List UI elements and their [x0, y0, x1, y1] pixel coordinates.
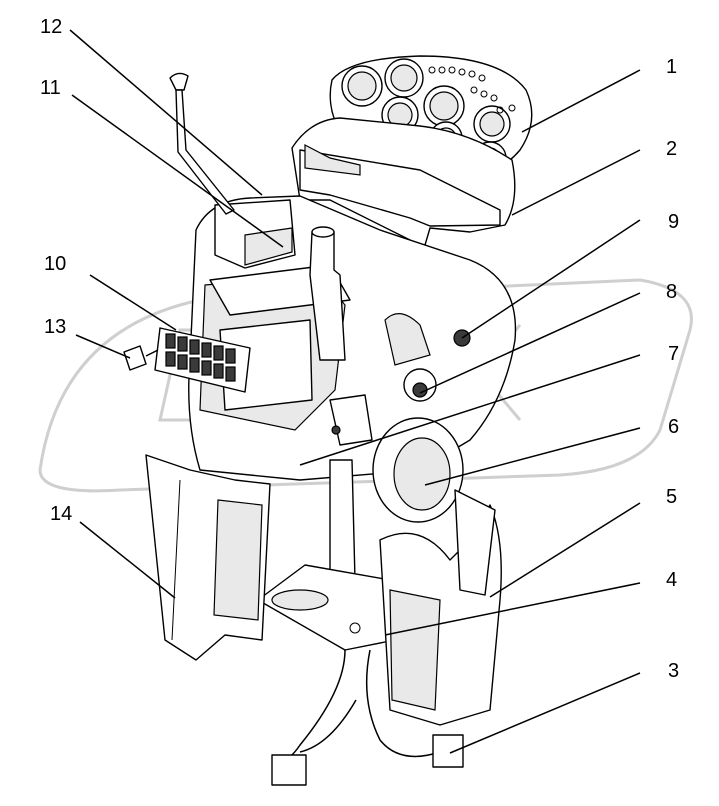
ignition-switch [403, 368, 437, 402]
callout-7: 7 [668, 343, 679, 365]
callout-13: 13 [44, 316, 66, 338]
right-lower-panel [379, 489, 502, 726]
callout-6: 6 [668, 416, 679, 438]
switch-panel [154, 327, 251, 393]
left-lower-panel [145, 454, 271, 661]
wiring-harness [271, 649, 464, 786]
callout-12: 12 [40, 16, 62, 38]
cover-block [214, 199, 296, 269]
callout-10: 10 [44, 253, 66, 275]
callout-11: 11 [40, 77, 61, 99]
callout-3: 3 [668, 660, 679, 682]
leader-lines [69, 29, 641, 754]
console-housing [188, 195, 517, 481]
callout-8: 8 [666, 281, 677, 303]
callout-9: 9 [668, 211, 679, 233]
connector-plug [123, 345, 159, 371]
round-dial [372, 417, 464, 523]
dash-upper-shroud [291, 117, 516, 263]
mounting-bracket [329, 394, 373, 446]
base-plate [257, 564, 396, 651]
callout-4: 4 [666, 569, 677, 591]
callout-14: 14 [50, 503, 72, 525]
callout-1: 1 [666, 56, 677, 78]
callout-labels: 1 2 3 4 5 6 7 8 9 10 11 12 13 14 [40, 16, 679, 682]
gear-lever [169, 72, 235, 215]
callout-2: 2 [666, 138, 677, 160]
callout-5: 5 [666, 486, 677, 508]
